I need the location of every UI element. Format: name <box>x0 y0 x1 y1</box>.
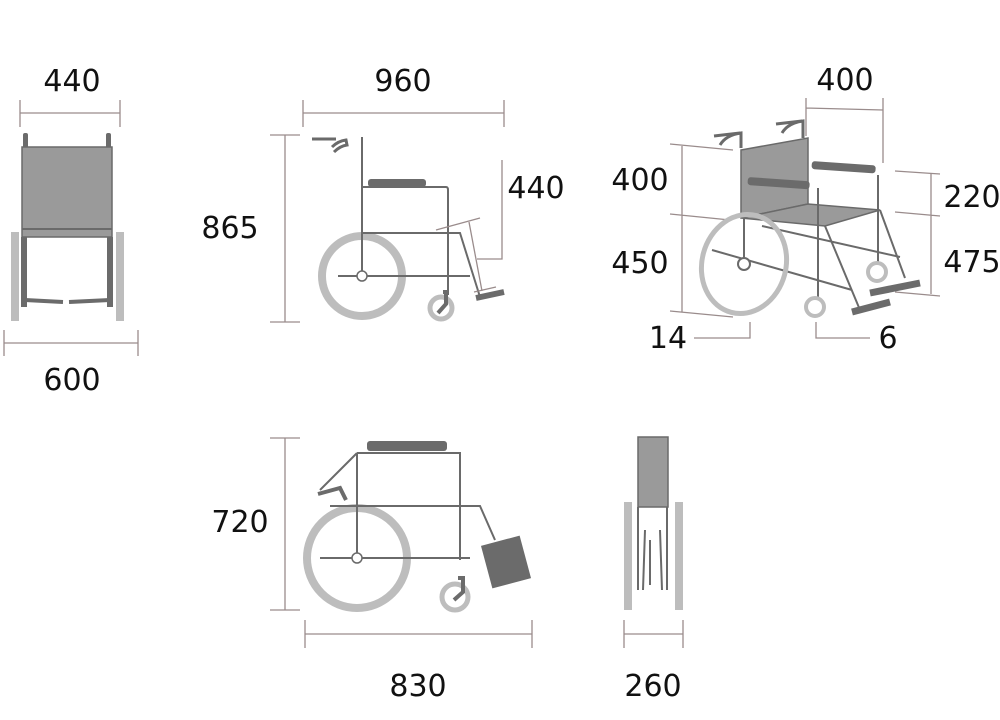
dimension-lines-perspective <box>669 98 941 339</box>
footrests <box>851 279 921 316</box>
left-handle <box>713 131 743 148</box>
caster <box>427 294 455 322</box>
perspective-view: 400 400 450 14 6 220 475 <box>611 63 1000 356</box>
left-leg <box>21 237 27 307</box>
folded-backrest <box>637 436 669 508</box>
dimension-line-folded-width <box>623 620 684 648</box>
push-handle <box>312 137 349 154</box>
label-side-height: 865 <box>201 211 258 246</box>
caster <box>439 581 471 613</box>
side-view: 960 865 440 <box>201 64 565 323</box>
dimension-line-folded-length <box>304 620 533 648</box>
right-handle <box>106 133 111 149</box>
dimension-line-folded-height <box>270 437 300 611</box>
right-wheel <box>675 502 683 610</box>
left-wheel <box>624 502 632 610</box>
label-seat-depth: 400 <box>816 63 873 98</box>
dimension-line-front-overall-width <box>3 330 139 356</box>
side-frame <box>338 137 481 298</box>
dimension-line-side-length <box>302 100 505 127</box>
front-view: 440 600 <box>3 64 139 398</box>
hub <box>356 270 368 282</box>
armrest-pad <box>368 179 426 187</box>
caster-fork <box>452 576 465 602</box>
label-back-height: 400 <box>611 163 668 198</box>
label-folded-length: 830 <box>389 669 446 704</box>
left-armrest <box>747 177 810 190</box>
footrests <box>24 298 111 304</box>
dimension-line-footrest <box>435 160 503 293</box>
label-front-overall-width: 600 <box>43 363 100 398</box>
rear-wheel <box>698 211 790 317</box>
label-rear-wheel: 14 <box>649 321 687 356</box>
footrest <box>480 535 532 589</box>
label-side-length: 960 <box>374 64 431 99</box>
left-wheel <box>11 232 19 321</box>
folded-side-view: 720 830 <box>211 437 533 704</box>
back-caster <box>866 261 888 283</box>
right-leg <box>107 237 113 307</box>
folded-frame-front <box>637 507 668 591</box>
caster-fork <box>436 290 448 315</box>
footrest <box>475 289 505 301</box>
label-front-seat-width: 440 <box>43 64 100 99</box>
perspective-frame <box>711 175 906 311</box>
backrest <box>21 146 113 238</box>
label-front-seat-height: 475 <box>943 245 1000 280</box>
dimension-line-side-height <box>270 134 300 323</box>
label-armrest-height: 220 <box>943 180 1000 215</box>
label-seat-height: 450 <box>611 246 668 281</box>
push-handle <box>317 485 348 501</box>
folded-frame <box>319 452 496 560</box>
hub <box>351 552 363 564</box>
hub <box>737 257 751 271</box>
front-caster <box>804 296 826 318</box>
right-armrest <box>811 161 876 174</box>
folded-front-view: 260 <box>623 436 684 704</box>
label-folded-width: 260 <box>624 669 681 704</box>
label-caster: 6 <box>878 321 897 356</box>
label-folded-height: 720 <box>211 505 268 540</box>
right-handle <box>775 119 805 138</box>
right-wheel <box>116 232 124 321</box>
label-footrest: 440 <box>507 171 564 206</box>
dimension-line-front-seat-width <box>19 100 121 127</box>
armrest-pad <box>367 441 447 451</box>
left-handle <box>23 133 28 149</box>
